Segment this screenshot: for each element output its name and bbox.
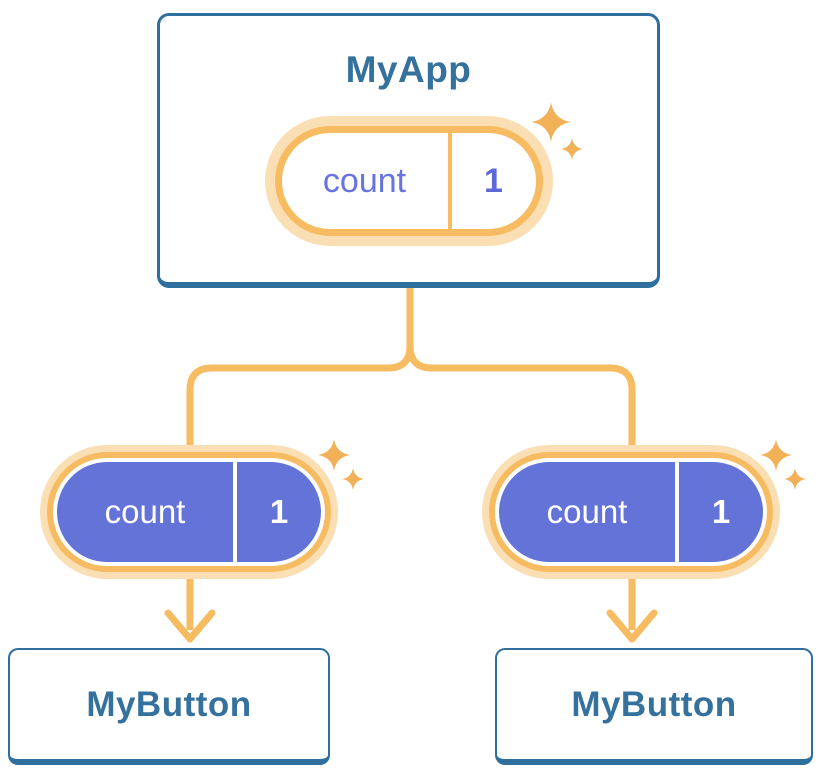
- myapp-title: MyApp: [345, 49, 472, 90]
- mybutton-card-left: MyButton: [8, 648, 330, 765]
- pill-divider: [675, 462, 679, 562]
- prop-pill-name-cell: count: [57, 462, 233, 562]
- sparkle-icon-small: [560, 138, 583, 165]
- arrow-down-icon: [164, 609, 216, 643]
- state-pill-wrap: count 1: [264, 102, 583, 246]
- mybutton-card-right: MyButton: [495, 648, 813, 765]
- state-pill-halo: count 1: [264, 116, 553, 246]
- branch-line-right: [406, 284, 636, 630]
- prop-value-label: 1: [711, 493, 731, 530]
- mybutton-title: MyButton: [86, 684, 252, 724]
- state-pill-name-cell: count: [282, 133, 448, 229]
- state-pill: count 1: [274, 126, 543, 236]
- prop-pill-name-cell: count: [499, 462, 675, 562]
- prop-name-label: count: [546, 493, 628, 530]
- prop-value-label: 1: [269, 493, 289, 530]
- state-pill-value-cell: 1: [452, 133, 536, 229]
- pill-divider: [447, 133, 452, 229]
- arrow-down-icon: [606, 609, 658, 643]
- prop-pill-right: count 1: [499, 462, 763, 562]
- mybutton-title: MyButton: [571, 684, 737, 724]
- prop-pill-left: count 1: [57, 462, 321, 562]
- prop-pill-left-wrap: count 1: [40, 439, 364, 579]
- prop-pill-right-wrap: count 1: [482, 439, 806, 579]
- myapp-card: MyApp count 1: [157, 13, 660, 288]
- prop-pill-halo: count 1: [40, 445, 338, 579]
- prop-pill-ring: count 1: [47, 452, 331, 572]
- pill-divider: [233, 462, 237, 562]
- state-value-label: 1: [484, 161, 503, 200]
- prop-pill-halo: count 1: [482, 445, 780, 579]
- prop-pill-value-cell: 1: [679, 462, 763, 562]
- prop-pill-value-cell: 1: [237, 462, 321, 562]
- state-name-label: count: [322, 161, 407, 200]
- prop-name-label: count: [104, 493, 186, 530]
- prop-pill-ring: count 1: [489, 452, 773, 572]
